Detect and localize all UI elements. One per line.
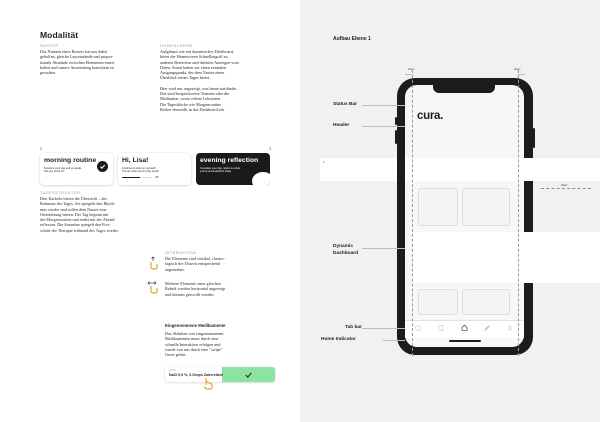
phone-side-button: [533, 128, 535, 148]
margin-guide-right: [518, 70, 519, 356]
tab-bar: [405, 320, 524, 338]
label-status-bar: Status Bar: [333, 102, 357, 107]
left-margin-dim: 20px: [408, 67, 415, 71]
dashboard-tile[interactable]: [462, 188, 510, 226]
margin-measure: [518, 74, 525, 75]
margin-measure: [405, 74, 412, 75]
section-label-homescreen: HOMESCREEN: [160, 43, 193, 48]
interaktion-text-1: Die Elemente sind vertikal, chrono- logi…: [165, 256, 225, 272]
section-label-interaktion: INTERAKTION: [165, 250, 197, 255]
card-morning-routine[interactable]: morning routine Structure your day and s…: [40, 153, 113, 185]
raster-text: Das Nutzern eines Rasters hat uns dabei …: [40, 49, 116, 76]
document-icon[interactable]: [438, 325, 444, 331]
card-subtitle: Complete your day, reflect on what: [200, 167, 240, 170]
card-title: morning routine: [44, 157, 97, 164]
person-icon[interactable]: [507, 325, 513, 331]
right-margin-dim: 20px: [514, 67, 521, 71]
card-row-overflow: [524, 158, 600, 181]
phone-side-button: [395, 130, 397, 144]
home-indicator: [449, 340, 481, 342]
medikamente-text: Das Abhaken von eingenommenen Medikament…: [165, 331, 224, 358]
label-connector: [362, 328, 405, 329]
card-title: evening reflection: [200, 157, 259, 164]
label-dynamic: Dynamic: [333, 244, 353, 249]
card-row: [405, 158, 524, 181]
interaktion-text-2: Mehrere Elemente einer gleichen Rubrik w…: [165, 281, 226, 297]
swipe-horizontal-icon: [147, 280, 159, 299]
smile-icon[interactable]: [415, 325, 421, 331]
dashboard-tile[interactable]: [418, 188, 458, 226]
homescreen-text: Aufgebaut wie ein dynamisches Dashboard,…: [160, 49, 239, 112]
margin-guide-left: [412, 70, 413, 356]
label-connector: [362, 105, 405, 106]
card-subtitle: You are what you do stay tuned!: [122, 170, 159, 174]
app-logo: cura.: [417, 110, 443, 122]
card-subtitle: that you strive for.: [44, 170, 65, 174]
check-icon: [245, 372, 252, 378]
phone-side-button: [395, 117, 397, 125]
phone-notch: [433, 85, 495, 93]
right-page-title: Aufbau Ebene 1: [333, 36, 371, 42]
decorative-shape: [252, 172, 270, 185]
band-marker-left: 1: [323, 160, 325, 164]
card-title: Hi, Lisa!: [122, 157, 149, 164]
pager-left: 2: [40, 146, 43, 151]
swipe-vertical-icon: [147, 256, 159, 275]
section-label-tagesstruktur: TAGESSTRUKTUR: [40, 190, 81, 195]
label-dashboard: Dashboard: [333, 251, 359, 256]
medikamente-heading: Eingenommene Medikamente: [165, 323, 226, 328]
hand-pointer-icon: [203, 377, 213, 395]
left-page: [0, 0, 300, 422]
card-evening-reflection[interactable]: evening reflection Complete your day, re…: [196, 153, 270, 185]
pager-right: 3: [269, 146, 272, 151]
card-greeting[interactable]: Hi, Lisa! Continue to work on yourself! …: [118, 153, 191, 185]
check-icon: [97, 161, 108, 172]
label-connector: [362, 126, 405, 127]
page-title: Modalität: [40, 30, 79, 40]
label-connector: [383, 340, 405, 341]
band-gap-guide: [541, 188, 591, 189]
card-subtitle: Structure your day and set goals: [44, 167, 82, 170]
medication-swipe-item[interactable]: 10:00 NaCl 0,9 %, 6 Drops Zubereiten!: [165, 367, 275, 382]
label-home-indicator: Home Indicator: [321, 337, 356, 342]
section-label-raster: RASTER: [40, 43, 59, 48]
tagesstruktur-text: Drei Kacheln bieten die Übersicht – des …: [40, 196, 119, 233]
swipe-confirm-area[interactable]: [222, 367, 275, 382]
dashboard-wide-tile[interactable]: [412, 232, 600, 283]
home-icon[interactable]: [461, 324, 468, 331]
medication-label: NaCl 0,9 %, 6 Drops Zubereiten!: [169, 372, 224, 377]
label-connector: [362, 248, 405, 249]
dashboard-tile[interactable]: [462, 289, 510, 315]
medication-time: 10:00: [169, 368, 176, 372]
progress-count: 3/5: [155, 175, 159, 179]
day-progress-bar: [122, 177, 152, 178]
pill-icon[interactable]: [484, 325, 490, 331]
label-header: Header: [333, 123, 350, 128]
label-tab-bar: Tab bar: [345, 325, 362, 330]
dashboard-tile[interactable]: [418, 289, 458, 315]
card-subtitle: Continue to work on yourself!: [122, 167, 156, 170]
card-subtitle: you've accomplished today.: [200, 170, 232, 174]
band-gap-dim: 20px: [561, 183, 568, 187]
